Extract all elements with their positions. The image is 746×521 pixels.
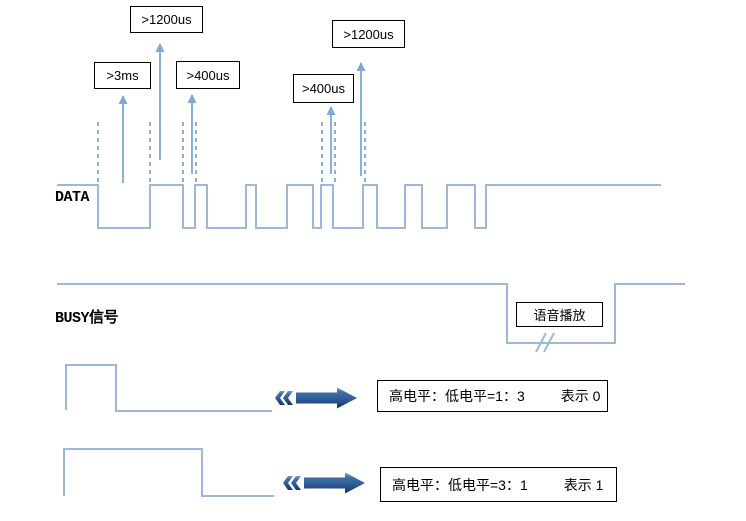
bit1-legend-box: 高电平：低电平=3：1 表示 1 [380,467,617,502]
timing-callout-label: >1200us [343,26,394,42]
voice-playback-label: 语音播放 [533,308,586,323]
data-signal-waveform [57,184,661,229]
bit0-legend-box: 高电平：低电平=1：3 表示 0 [377,380,608,412]
timing-callout-box: >400us [293,74,354,103]
busy-signal-label: BUSY信号 [55,310,119,327]
break-mark-icon [543,332,555,353]
timing-callout-label: >400us [186,67,230,83]
bit0-example-pulse [65,364,272,412]
timing-callout-box: >1200us [332,20,405,48]
bit0-meaning-text: 表示 0 [560,388,601,404]
timing-callout-label: >3ms [106,68,139,83]
voice-playback-box: 语音播放 [516,302,603,327]
break-mark-icon [535,332,547,353]
bit1-ratio-text: 高电平：低电平=3：1 [392,476,528,493]
data-signal-label: DATA [55,189,90,206]
bit1-example-pulse [63,448,274,497]
block-arrow-icon [283,472,365,494]
bit0-ratio-text: 高电平：低电平=1：3 [389,388,525,404]
timing-callout-box: >3ms [94,62,151,89]
timing-callout-box: >1200us [130,6,203,33]
timing-callout-label: >1200us [141,12,192,27]
timing-callout-label: >400us [301,81,345,96]
busy-signal-waveform [57,283,685,344]
timing-callout-box: >400us [176,61,240,89]
bit1-meaning-text: 表示 1 [563,476,604,493]
block-arrow-icon [275,387,357,409]
